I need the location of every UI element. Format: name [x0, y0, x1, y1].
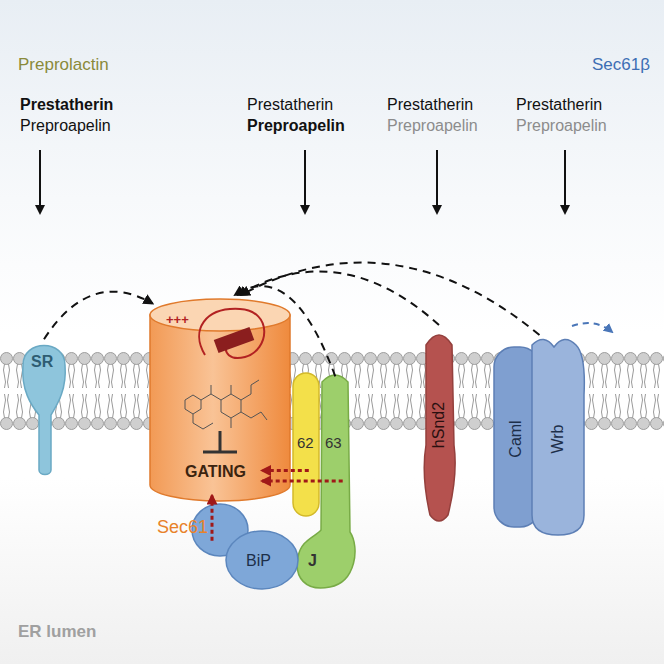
node-label: BiP	[246, 552, 271, 570]
substrate-label: Prestatherin	[247, 96, 333, 114]
substrate-label: Preprolactin	[18, 55, 109, 75]
node-label: SR	[31, 353, 53, 371]
gating-arrow	[262, 480, 343, 483]
node-label: GATING	[185, 463, 246, 481]
node-label: Wrb	[549, 424, 567, 453]
sec62-protein: 62	[292, 372, 320, 517]
receptor-sr: SR	[15, 335, 73, 475]
caml-wrb-complex-outline	[492, 335, 587, 535]
charge-sign: +++	[166, 313, 189, 328]
targeting-arrow	[39, 150, 41, 213]
bip-chaperone: BiP	[190, 498, 300, 593]
targeting-arrow	[564, 150, 566, 213]
node-label: 63	[325, 434, 342, 451]
targeting-arrow	[304, 150, 306, 213]
targeting-route	[235, 286, 335, 376]
targeting-route	[44, 292, 153, 340]
targeting-route	[238, 271, 439, 325]
substrate-label: Preproapelin	[247, 117, 345, 135]
node-label: 62	[297, 434, 314, 451]
node-label: J	[308, 552, 317, 570]
node-label: Sec61	[157, 517, 208, 538]
substrate-label: Prestatherin	[387, 96, 473, 114]
substrate-label: Preproapelin	[516, 117, 607, 135]
node-label: Caml	[507, 420, 525, 457]
gating-arrow	[262, 469, 309, 472]
substrate-label: Preproapelin	[387, 117, 478, 135]
release-arrow	[572, 323, 612, 332]
substrate-label: Prestatherin	[516, 96, 602, 114]
hsnd2-protein: hSnd2	[418, 325, 460, 525]
targeting-route	[241, 263, 540, 335]
targeting-arrow	[436, 150, 438, 213]
gating-arrow	[211, 496, 214, 541]
caml-wrb-complex: Caml Wrb	[492, 335, 587, 535]
node-label: hSnd2	[430, 402, 448, 448]
substrate-label: Prestatherin	[20, 96, 113, 114]
substrate-label: Preproapelin	[20, 117, 111, 135]
bip-chaperone-outline	[190, 498, 300, 593]
compartment-label: ER lumen	[18, 622, 96, 642]
substrate-label: Sec61β	[592, 55, 650, 75]
